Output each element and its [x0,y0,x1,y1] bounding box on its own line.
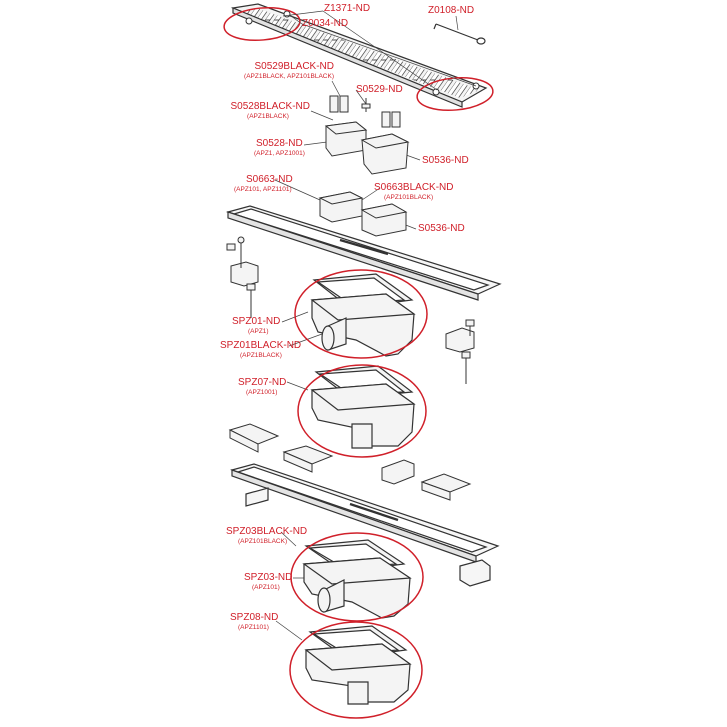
label-s0528black-sub: (APZ1BLACK) [247,113,289,120]
small-parts [318,95,410,237]
label-s0528-sub: (APZ1, APZ1001) [254,150,305,157]
highlight-spz01 [294,269,428,359]
label-s0536-mid: S0536-ND [418,223,465,234]
label-s0663black: S0663BLACK-ND [374,182,454,193]
label-s0529black-sub: (APZ1BLACK, APZ101BLACK) [244,73,334,80]
label-s0529black: S0529BLACK-ND [254,61,334,72]
label-s0528: S0528-ND [256,138,303,149]
highlight-spz03 [290,532,424,622]
label-spz01black-sub: (APZ1BLACK) [240,352,282,359]
label-s0663black-sub: (APZ101BLACK) [384,194,434,201]
label-s0536-top: S0536-ND [422,155,469,166]
label-s0528black: S0528BLACK-ND [230,101,310,112]
loose-brackets [228,423,472,501]
label-spz01-sub: (APZ1) [248,328,269,335]
label-spz03black: SPZ03BLACK-ND [226,526,308,537]
label-z1371: Z1371-ND [324,3,371,14]
label-z0108: Z0108-ND [428,5,475,16]
label-spz07-sub: (APZ1001) [246,389,278,396]
leader-lines [274,10,477,641]
label-spz07: SPZ07-ND [238,377,287,388]
label-z0034: Z0034-ND [302,18,349,29]
label-spz08-sub: (APZ1101) [238,624,269,631]
label-spz03-sub: (APZ101) [252,584,280,591]
drain-siphon-spz01 [310,273,416,357]
drain-channel-upper [225,205,502,301]
drain-siphon-spz08 [304,625,412,705]
drain-siphon-spz03 [302,539,412,619]
grate-pull-tool [433,23,486,45]
label-s0663: S0663-ND [246,174,293,185]
label-spz01black: SPZ01BLACK-ND [220,340,302,351]
drain-channel-lower [229,463,500,587]
highlight-grate-left [223,6,301,42]
label-s0663-sub: (APZ101, APZ1101) [234,186,292,193]
label-s0529: S0529-ND [356,84,403,95]
label-spz01: SPZ01-ND [232,316,281,327]
highlight-spz08 [289,621,423,719]
drain-siphon-spz07 [310,365,416,449]
mounting-brackets-upper [226,236,475,384]
label-spz03: SPZ03-ND [244,572,293,583]
label-spz03black-sub: (APZ101BLACK) [238,538,288,545]
highlight-spz07 [297,364,427,458]
label-spz08: SPZ08-ND [230,612,279,623]
